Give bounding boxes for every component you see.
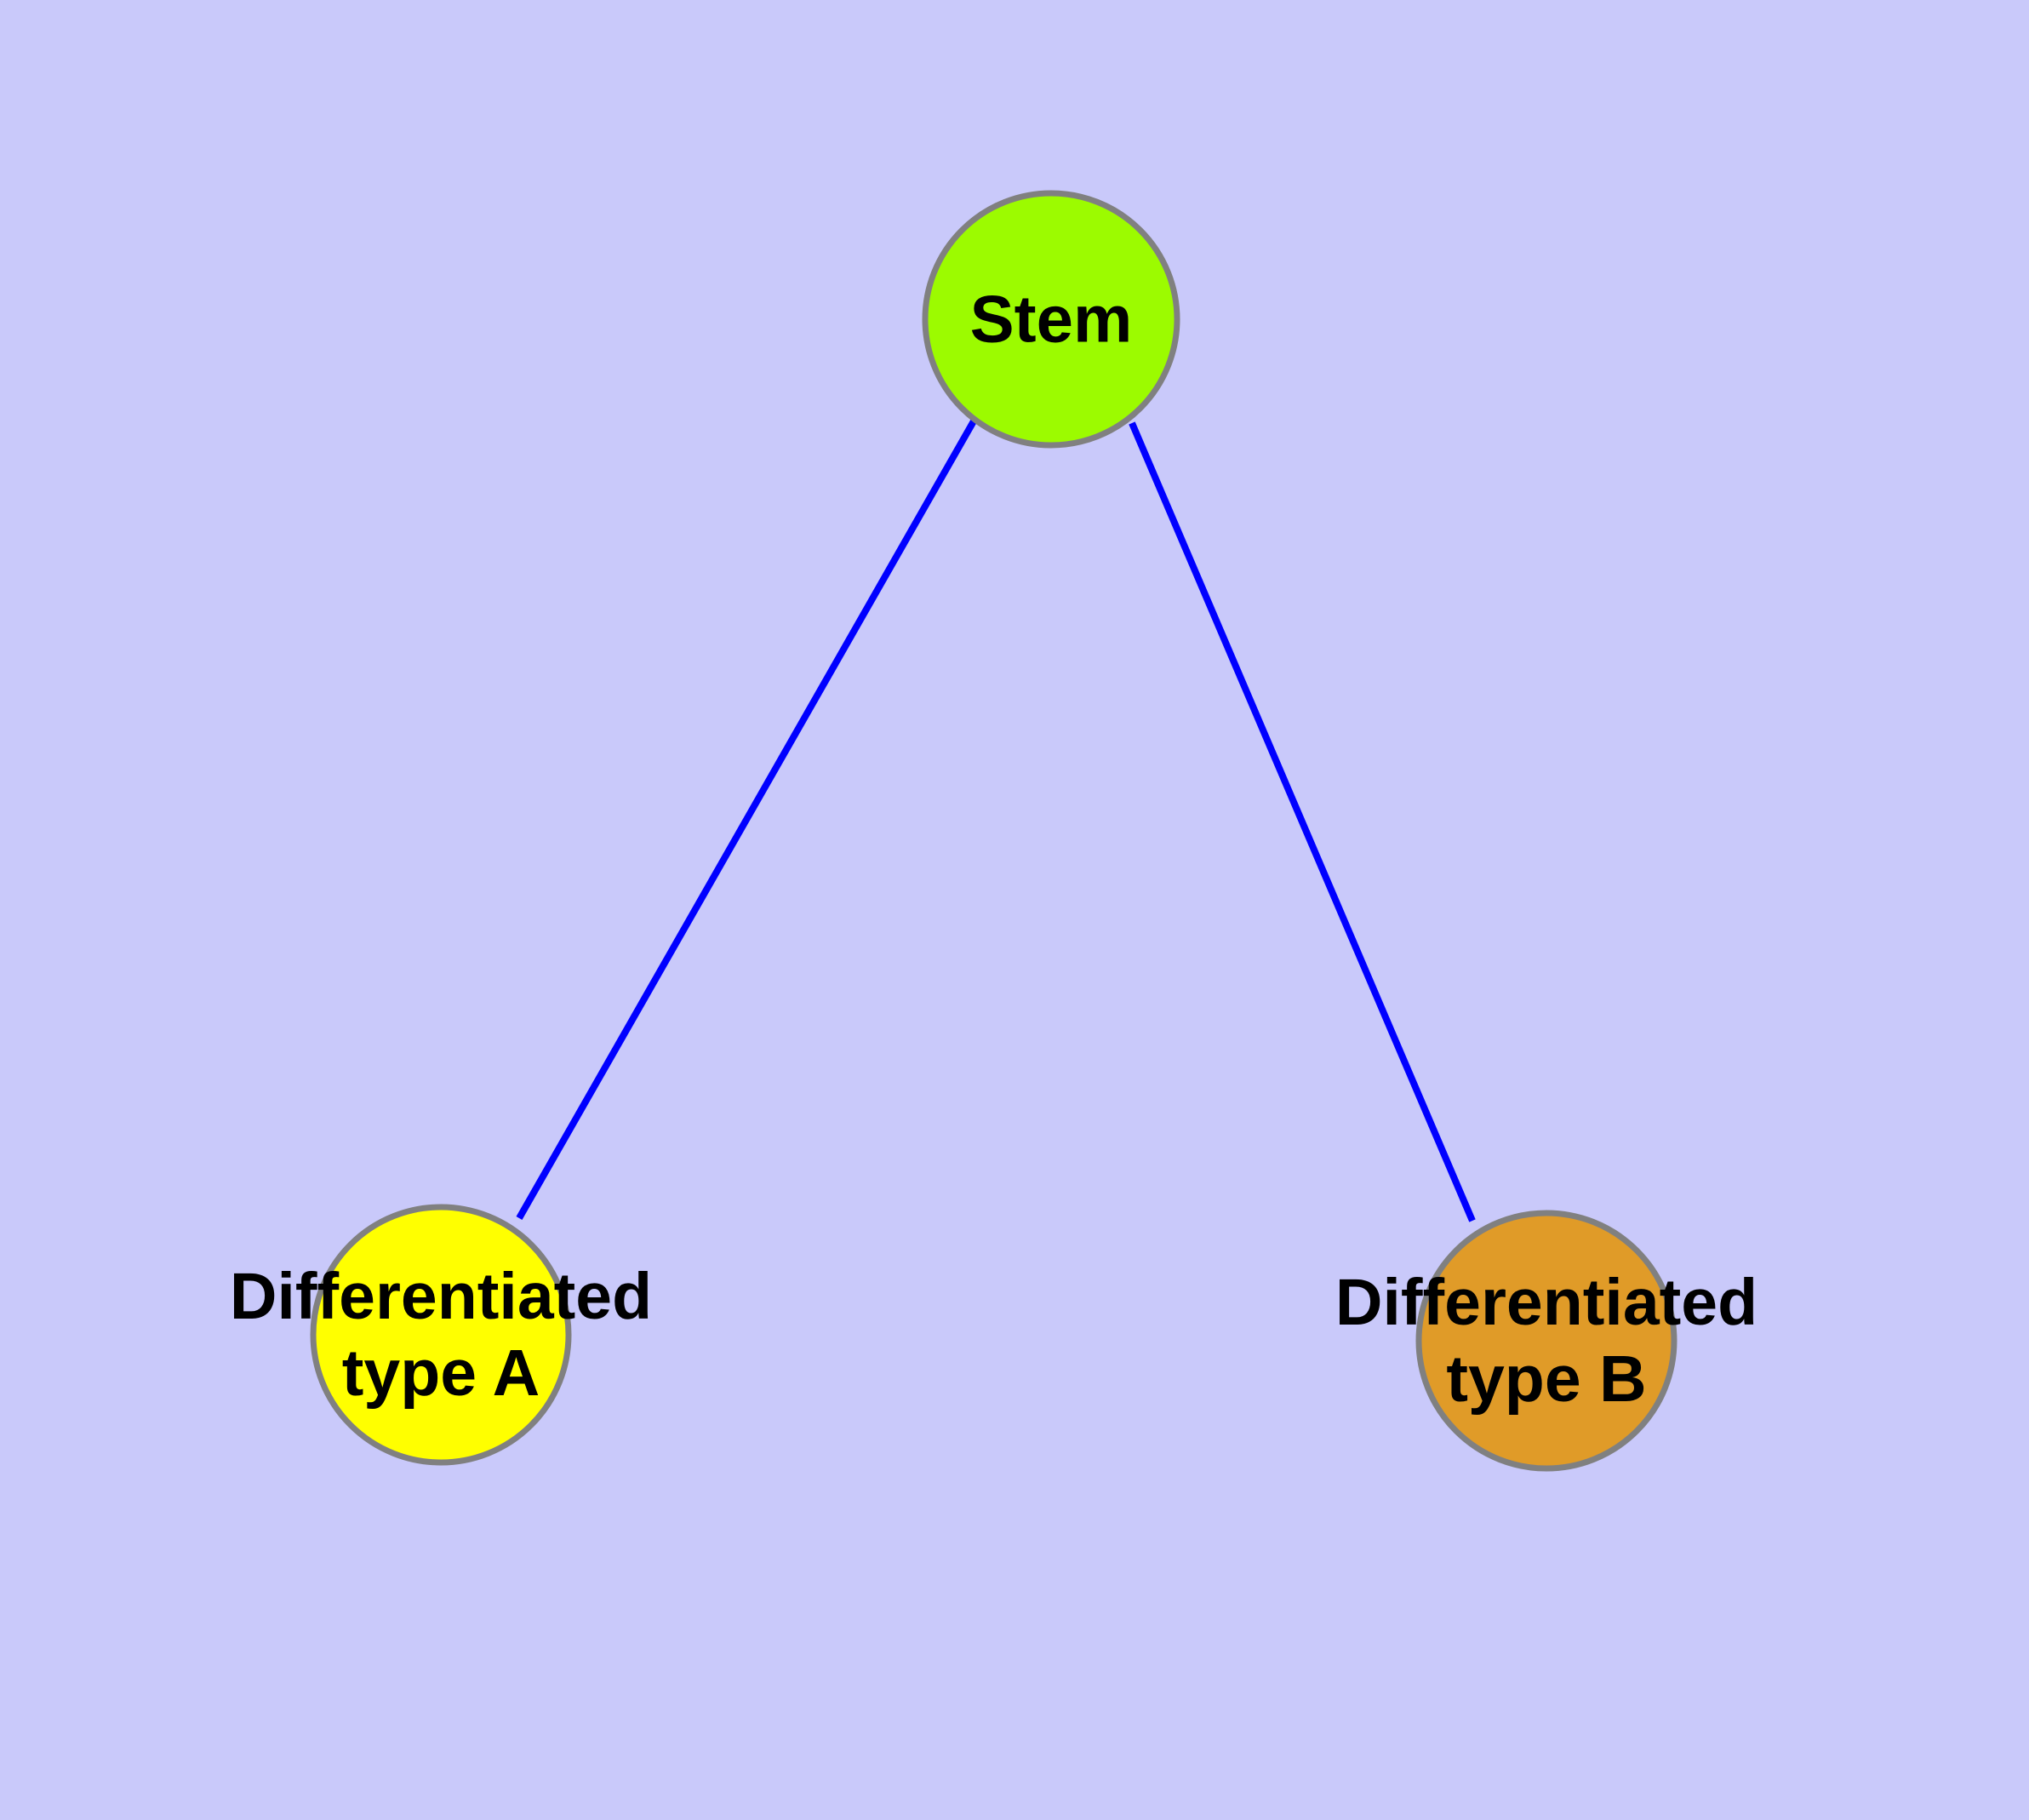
edge-stem-to-diff-b[interactable] — [1129, 421, 1476, 1222]
edges-group — [516, 418, 1476, 1222]
node-circle-stem[interactable] — [922, 190, 1180, 449]
node-circle-diff_b[interactable] — [1415, 1210, 1677, 1472]
edge-stem-to-diff-a[interactable] — [516, 418, 978, 1220]
node-circle-diff_a[interactable] — [310, 1204, 572, 1466]
nodes-group — [310, 190, 1677, 1472]
